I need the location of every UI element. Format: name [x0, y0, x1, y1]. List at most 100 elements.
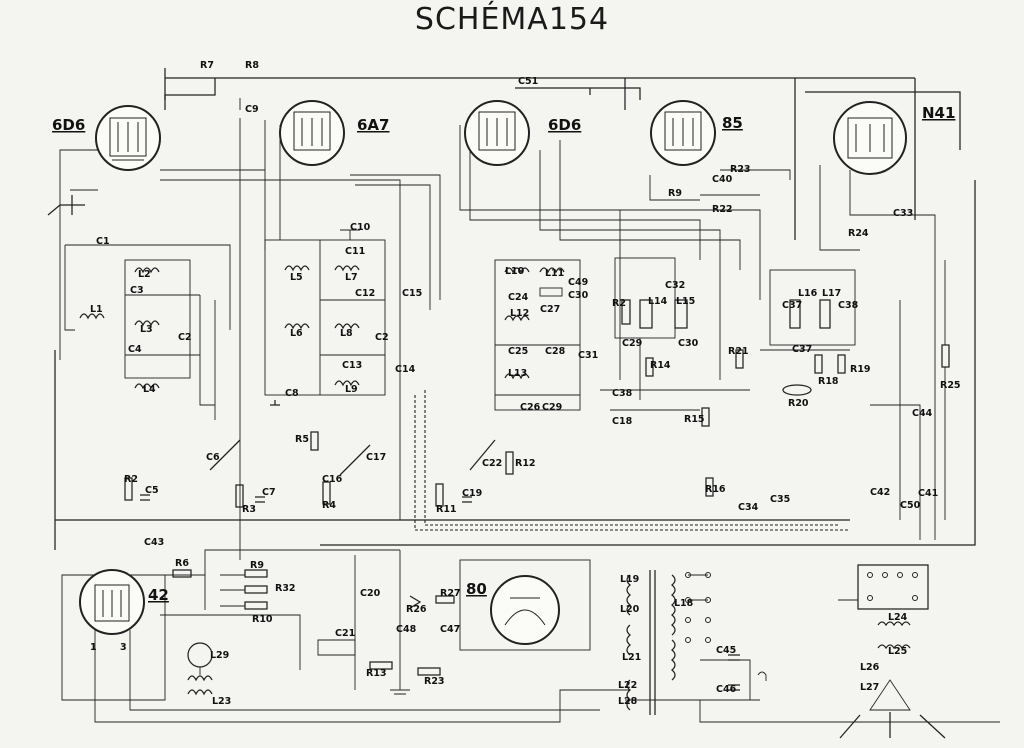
- component-labels: R7 R8 C9 C51 C1 L2 C3 L1 L3 C2 C4 L4 C10…: [90, 60, 961, 707]
- label-r3: R3: [242, 504, 256, 515]
- tube-6d6-left: 6D6: [52, 105, 161, 171]
- label-r8: R8: [245, 60, 259, 71]
- label-c33: C33: [893, 208, 913, 219]
- label-c24: C24: [508, 292, 529, 303]
- label-c44: C44: [912, 408, 933, 419]
- afc-block: [760, 269, 856, 396]
- label-r7: R7: [200, 60, 214, 71]
- tube-n41: N41: [833, 101, 955, 175]
- label-l6: L6: [290, 328, 303, 339]
- label-l9: L9: [345, 384, 358, 395]
- label-c4: C4: [128, 344, 142, 355]
- label-l20: L20: [620, 604, 640, 615]
- label-c25: C25: [508, 346, 528, 357]
- label-l10: L10: [505, 266, 525, 277]
- label-c41: C41: [918, 488, 938, 499]
- label-c30: C30: [678, 338, 699, 349]
- label-r26: R26: [406, 604, 427, 615]
- label-c35: C35: [770, 494, 790, 505]
- label-r11: R11: [436, 504, 457, 515]
- label-l13: L13: [508, 368, 527, 379]
- label-c15: C15: [402, 288, 422, 299]
- label-r29: R23: [730, 164, 751, 175]
- label-l2: L2: [138, 269, 151, 280]
- label-l25: L25: [888, 646, 907, 657]
- rf-block-1: [64, 244, 231, 420]
- label-r14: R14: [650, 360, 671, 371]
- tube-label-85: 85: [722, 114, 743, 132]
- rf-block-2: [264, 229, 386, 396]
- label-r15: R15: [684, 414, 705, 425]
- label-l8: L8: [340, 328, 353, 339]
- power-transformer: [626, 570, 767, 715]
- label-c6: C6: [206, 452, 220, 463]
- antenna-input: [47, 195, 85, 216]
- label-c38b: C38: [838, 300, 859, 311]
- label-r21: R9: [668, 188, 682, 199]
- label-l4: L4: [143, 384, 156, 395]
- label-c14: C14: [395, 364, 416, 375]
- label-r20: R20: [788, 398, 809, 409]
- tube-6a7: 6A7: [279, 100, 389, 166]
- label-r30: C30: [568, 290, 589, 301]
- label-r9: R9: [250, 560, 264, 571]
- label-l19: L19: [620, 574, 639, 585]
- label-c7: C7: [262, 487, 276, 498]
- label-r18: R18: [818, 376, 839, 387]
- tube-label-6d6-left: 6D6: [52, 116, 85, 134]
- label-r25: R25: [940, 380, 961, 391]
- label-c16: C16: [322, 474, 343, 485]
- label-l22: L22: [618, 680, 637, 691]
- label-l29: L29: [210, 650, 229, 661]
- schematic-title: SCHÉMA154: [414, 2, 610, 37]
- label-l5: L5: [290, 272, 303, 283]
- label-r4: R4: [322, 500, 336, 511]
- label-l15: L15: [676, 296, 695, 307]
- label-r13: R13: [366, 668, 387, 679]
- label-r22: R22: [712, 204, 733, 215]
- label-c20: C20: [360, 588, 381, 599]
- label-c18: C18: [612, 416, 633, 427]
- label-r6: R6: [175, 558, 189, 569]
- right-vertical-block: [870, 260, 950, 540]
- label-l28: L28: [618, 696, 638, 707]
- tube-85: 85: [650, 100, 743, 166]
- label-c37: C37: [782, 300, 802, 311]
- label-c11: C11: [345, 246, 365, 257]
- label-r16: R16: [705, 484, 726, 495]
- label-c49: C49: [568, 277, 588, 288]
- label-c43: C43: [144, 537, 164, 548]
- label-r31: R2: [612, 298, 626, 309]
- label-l18: L18: [674, 598, 694, 609]
- mid-components: [124, 400, 514, 508]
- label-c8: C8: [285, 388, 299, 399]
- label-l26: L26: [860, 662, 880, 673]
- label-c3: C3: [130, 285, 144, 296]
- label-c12: C12: [355, 288, 375, 299]
- label-c37b: C37: [792, 344, 812, 355]
- label-c29b: C29: [622, 338, 642, 349]
- label-c32: C32: [665, 280, 685, 291]
- label-c2: C2: [178, 332, 192, 343]
- label-c47: C47: [440, 624, 460, 635]
- label-c27: C27: [540, 304, 560, 315]
- label-c9: C9: [245, 104, 259, 115]
- label-l24: L24: [888, 612, 908, 623]
- label-l16: L16: [798, 288, 818, 299]
- label-l3: L3: [140, 324, 153, 335]
- label-c10: C10: [350, 222, 371, 233]
- tube-label-42: 42: [148, 586, 169, 604]
- label-r32: R32: [275, 583, 296, 594]
- tube-label-n41: N41: [922, 104, 955, 122]
- label-r23: R23: [424, 676, 445, 687]
- selector-switch: [838, 564, 946, 739]
- label-r17: R21: [728, 346, 749, 357]
- label-c46: C46: [716, 684, 737, 695]
- label-l21: L21: [622, 652, 641, 663]
- label-r10: R10: [252, 614, 273, 625]
- label-r5: R5: [295, 434, 309, 445]
- if-block: [494, 259, 581, 411]
- label-c19: C19: [462, 488, 482, 499]
- tube-label-6d6-center: 6D6: [548, 116, 581, 134]
- label-c31: C31: [578, 350, 598, 361]
